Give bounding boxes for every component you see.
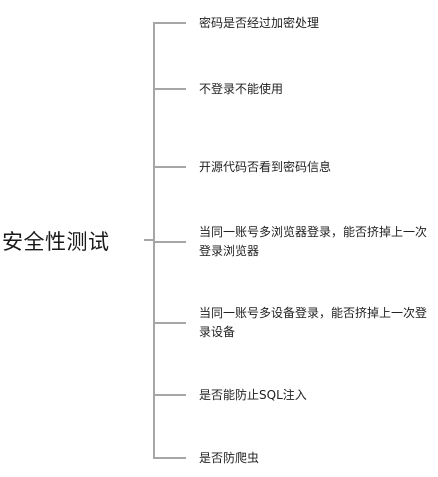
branch-sql-injection[interactable]: 是否能防止SQL注入 (199, 388, 307, 402)
branch-anti-crawler[interactable]: 是否防爬虫 (199, 451, 260, 465)
branch-multi-browser-login[interactable]: 当同一账号多浏览器登录，能否挤掉上一次登录浏览器 (199, 225, 428, 258)
branch-multi-device-login[interactable]: 当同一账号多设备登录，能否挤掉上一次登录设备 (199, 306, 428, 339)
branch-no-login-no-use[interactable]: 不登录不能使用 (199, 82, 284, 96)
branch-password-encryption[interactable]: 密码是否经过加密处理 (199, 16, 320, 30)
root-topic[interactable]: 安全性测试 (2, 230, 110, 254)
branch-source-code-password[interactable]: 开源代码否看到密码信息 (199, 160, 332, 174)
